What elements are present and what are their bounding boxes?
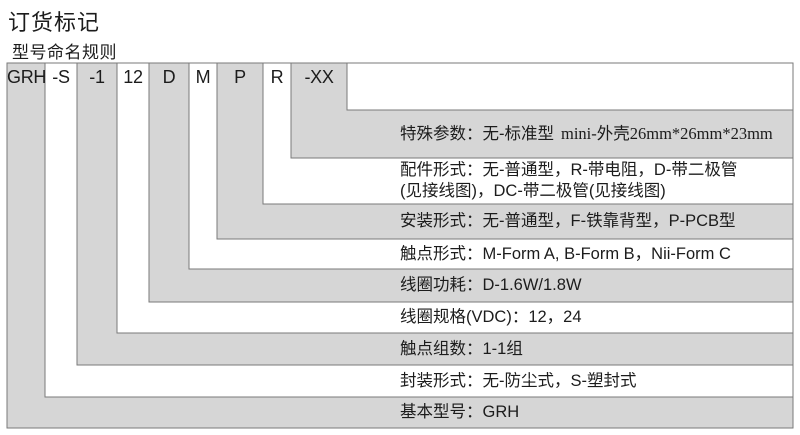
desc-contact-groups-text: 触点组数：1-1组 [400,339,523,358]
desc-package-form: 封装形式：无-防尘式，S-塑封式 [400,365,788,397]
desc-package-form-text: 封装形式：无-防尘式，S-塑封式 [400,371,637,390]
page-title: 订货标记 [8,10,101,35]
code-1: -1 [89,67,105,87]
code-r: R [270,67,284,87]
code-xx: -XX [304,67,334,87]
code-12: 12 [123,67,143,87]
desc-contact-form-text: 触点形式：M-Form A, B-Form B，Nii-Form C [400,244,731,263]
desc-accessory-form: 配件形式：无-普通型，R-带电阻，D-带二极管 (见接线图)，DC-带二极管(见… [400,158,788,204]
desc-special-params-serif-text: mini-外壳26mm*26mm*23mm [561,124,773,143]
desc-coil-power: 线圈功耗：D-1.6W/1.8W [400,269,788,302]
desc-base-model: 基本型号：GRH [400,397,788,428]
desc-mounting-form-text: 安装形式：无-普通型，F-铁靠背型，P-PCB型 [400,212,736,230]
desc-special-params-line: 特殊参数：无-标准型 mini-外壳26mm*26mm*23mm [400,123,788,145]
code-d: D [162,67,176,87]
desc-contact-groups: 触点组数：1-1组 [400,333,788,365]
code-grh: GRH [7,67,47,87]
desc-special-params: 特殊参数：无-标准型 mini-外壳26mm*26mm*23mm [400,110,788,158]
desc-coil-power-text: 线圈功耗：D-1.6W/1.8W [400,276,582,294]
desc-contact-form: 触点形式：M-Form A, B-Form B，Nii-Form C [400,239,788,269]
desc-base-model-text: 基本型号：GRH [400,403,520,421]
code-m: M [195,67,211,87]
desc-coil-spec-vdc: 线圈规格(VDC)：12，24 [400,302,788,333]
desc-mounting-form: 安装形式：无-普通型，F-铁靠背型，P-PCB型 [400,204,788,239]
desc-special-params-text: 特殊参数：无-标准型 [400,125,554,143]
code-p: P [234,67,246,87]
code-s: -S [52,67,70,87]
desc-accessory-form-line1: 配件形式：无-普通型，R-带电阻，D-带二极管 [400,161,738,179]
ladder-empty-box [346,62,794,111]
naming-rule-subtitle: 型号命名规则 [12,43,117,62]
desc-accessory-form-line2: (见接线图)，DC-带二极管(见接线图) [400,182,666,200]
desc-coil-spec-vdc-text: 线圈规格(VDC)：12，24 [400,308,582,326]
